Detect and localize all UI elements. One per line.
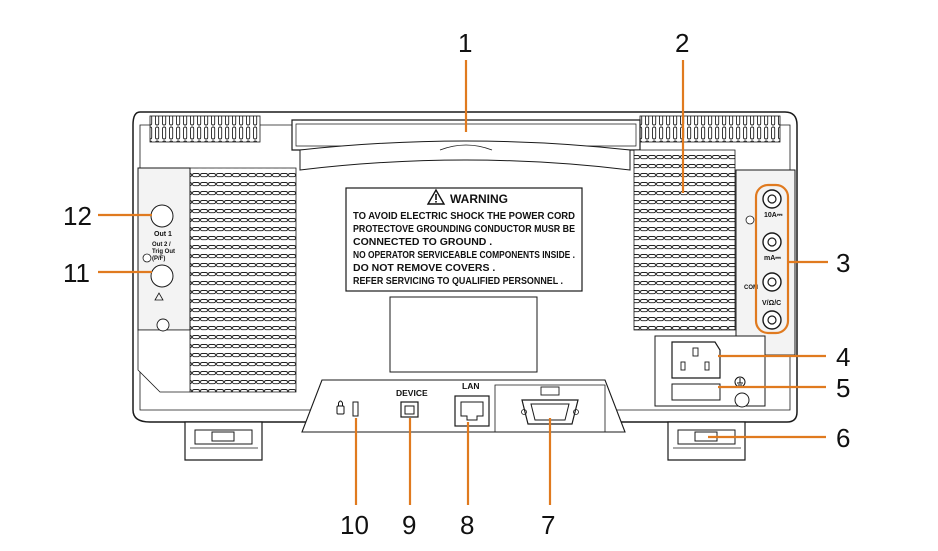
out2-label: (P/F) [152, 256, 165, 262]
warning-line: NO OPERATOR SERVICEABLE COMPONENTS INSID… [353, 249, 575, 261]
right-vent-grille [633, 149, 736, 331]
warning-label: WARNING TO AVOID ELECTRIC SHOCK THE POWE… [345, 187, 583, 292]
warning-line: PROTECTOVE GROUNDING CONDUCTOR MUSR BE [353, 223, 575, 235]
jack-ma-label: mA⎓ [764, 255, 781, 262]
warning-icon [426, 188, 446, 205]
bottom-port-panel: DEVICE LAN [301, 379, 626, 433]
warning-line: REFER SERVICING TO QUALIFIED PERSONNEL . [353, 275, 563, 287]
security-lock-slot[interactable] [352, 401, 359, 417]
callout-3: 3 [836, 248, 850, 278]
warning-line: TO AVOID ELECTRIC SHOCK THE POWER CORD [353, 210, 575, 222]
callout-5: 5 [836, 373, 850, 403]
warning-line: DO NOT REMOVE COVERS . [353, 262, 495, 274]
warning-title: WARNING [450, 192, 508, 206]
out1-connector[interactable] [150, 204, 174, 228]
out2-connector[interactable] [150, 264, 174, 288]
lan-port-icon[interactable] [454, 395, 490, 427]
warning-line: CONNECTED TO GROUND . [353, 236, 492, 248]
callout-2: 2 [675, 28, 689, 58]
jack-vohm-label: V/Ω/C [762, 300, 781, 307]
left-output-panel: Out 1 Out 2 / Trig Out (P/F) [137, 167, 191, 393]
callout-1: 1 [458, 28, 472, 58]
vga-port-icon[interactable] [521, 386, 579, 425]
out2-label: Out 2 / [152, 242, 171, 248]
carry-handle [291, 119, 641, 171]
warning-icon [154, 292, 164, 301]
out1-label: Out 1 [154, 231, 172, 238]
callout-12: 12 [63, 201, 92, 231]
callout-7: 7 [541, 510, 555, 540]
device-port-label: DEVICE [396, 388, 428, 398]
foot-right [667, 421, 746, 461]
lock-icon [336, 400, 345, 415]
callout-9: 9 [402, 510, 416, 540]
small-port [142, 253, 152, 263]
callout-lines [98, 60, 828, 505]
vga-recess [494, 384, 606, 433]
callout-6: 6 [836, 423, 850, 453]
callout-11: 11 [63, 258, 90, 288]
jack-com-label: COM [744, 285, 758, 291]
multimeter-port [745, 215, 755, 225]
callout-4: 4 [836, 342, 850, 372]
power-socket [654, 335, 766, 408]
foot-left [184, 421, 263, 461]
label-recess [389, 296, 538, 373]
top-vent-right [639, 115, 781, 143]
top-vent-left [149, 115, 261, 143]
fuse-holder[interactable] [671, 383, 721, 401]
multimeter-panel: 10A⎓ mA⎓ COM V/Ω/C [735, 169, 796, 356]
callout-numbers: 1 2 3 4 5 6 7 8 9 10 11 12 [63, 28, 850, 540]
ground-icon [734, 376, 746, 388]
jack-10a-label: 10A⎓ [764, 212, 783, 219]
callout-10: 10 [340, 510, 369, 540]
ground-screw [156, 318, 170, 332]
ac-inlet[interactable] [671, 341, 721, 379]
left-vent-grille [189, 167, 297, 393]
ground-terminal[interactable] [734, 392, 750, 408]
out2-label: Trig Out [152, 249, 175, 255]
usb-device-icon[interactable] [400, 401, 419, 418]
lan-port-label: LAN [462, 381, 479, 391]
callout-8: 8 [460, 510, 474, 540]
